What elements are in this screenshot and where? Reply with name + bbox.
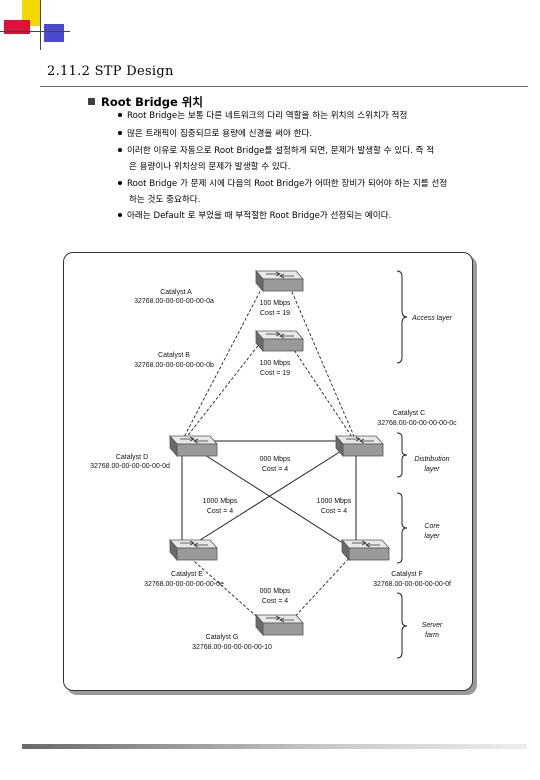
- switch-catalyst-e-icon: [169, 539, 218, 561]
- switch-a-name: Catalyst A: [160, 289, 192, 296]
- bullet-item: 아래는 Default 로 부었을 때 부적절한 Root Bridge가 선정…: [118, 208, 478, 224]
- link-eg-speed: 000 Mbps: [260, 588, 291, 595]
- label-bg: [314, 495, 354, 515]
- subheading: Root Bridge 위치: [88, 94, 203, 110]
- bullet-text: Root Bridge 가 문제 시에 다음의 Root Bridge가 어떠한…: [127, 179, 448, 189]
- corner-decoration: [0, 0, 70, 50]
- link-ab-speed: 100 Mbps: [260, 300, 291, 307]
- bullet-icon: [118, 113, 122, 117]
- switch-c-id: 32768.00-00-00-00-00-0c: [377, 420, 457, 427]
- switch-catalyst-f-icon: [341, 539, 390, 561]
- square-bullet-icon: [88, 98, 95, 105]
- switch-c-name: Catalyst C: [393, 410, 425, 417]
- switch-catalyst-a-icon: [255, 270, 304, 292]
- deco-horizontal-line: [0, 31, 70, 32]
- link-b-d: [181, 337, 265, 444]
- link-a-d: [181, 277, 268, 442]
- link-c-e: [188, 447, 347, 548]
- link-e-g: [186, 554, 265, 624]
- switch-g-name: Catalyst G: [206, 634, 239, 641]
- link-left-cost: Cost = 4: [207, 508, 233, 515]
- bullet-item: Root Bridge 가 문제 시에 다음의 Root Bridge가 어떠한…: [118, 176, 478, 192]
- bullet-text: 아래는 Default 로 부었을 때 부적절한 Root Bridge가 선정…: [127, 211, 392, 221]
- stp-topology-diagram: Catalyst A 32768.00-00-00-00-00-0a Catal…: [90, 270, 457, 659]
- switch-e-name: Catalyst E: [171, 571, 203, 578]
- bullet-continuation: 은 용량이나 위치상의 문제가 발생할 수 있다.: [129, 162, 291, 172]
- bullet-icon: [118, 181, 122, 185]
- deco-red-square: [4, 20, 30, 34]
- section-title: 2.11.2 STP Design: [47, 64, 174, 79]
- bullet-item: 이러한 이유로 자동으로 Root Bridge를 설정하게 되면, 문제가 발…: [118, 143, 478, 159]
- links: [181, 277, 357, 624]
- label-bg: [260, 585, 290, 605]
- link-right-speed: 1000 Mbps: [317, 498, 352, 505]
- link-b-c: [285, 337, 357, 444]
- link-dc-cost: Cost = 4: [262, 466, 288, 473]
- switch-f-id: 32768.00-00-00-00-00-0f: [373, 581, 451, 588]
- switch-g-id: 32768.00-00-00-00-00-10: [192, 644, 272, 651]
- link-f-g: [288, 554, 353, 624]
- link-dc-speed: 000 Mbps: [260, 456, 291, 463]
- title-divider: [40, 86, 528, 87]
- switch-e-id: 32768.00-00-00-00-00-0e: [144, 581, 224, 588]
- bullet-icon: [118, 213, 122, 217]
- brace-distribution: [396, 432, 408, 478]
- label-bg: [200, 495, 240, 515]
- switch-b-name: Catalyst B: [158, 352, 190, 359]
- brace-access: [396, 270, 408, 364]
- switch-d-name: Catalyst D: [116, 454, 148, 461]
- bullet-text: Root Bridge는 보통 다른 네트워크의 다리 역할을 하는 위치의 스…: [127, 111, 408, 121]
- link-ab-cost: Cost = 19: [260, 310, 290, 317]
- link-left-speed: 1000 Mbps: [203, 498, 238, 505]
- bullet-icon: [118, 131, 122, 135]
- link-d-f: [193, 447, 350, 548]
- switch-d-id: 32768.00-00-00-00-00-0d: [90, 463, 170, 470]
- bullet-item: 많은 트래픽이 집중되므로 용량에 신경을 써야 한다.: [118, 126, 478, 142]
- link-a-c: [285, 277, 357, 442]
- link-bc-speed: 100 Mbps: [260, 360, 291, 367]
- link-right-cost: Cost = 4: [321, 508, 347, 515]
- switch-a-id: 32768.00-00-00-00-00-0a: [134, 298, 214, 305]
- subheading-text: Root Bridge 위치: [101, 95, 203, 109]
- bullet-text: 많은 트래픽이 집중되므로 용량에 신경을 써야 한다.: [127, 129, 313, 139]
- switch-catalyst-b-icon: [255, 330, 304, 352]
- stp-topology-figure: Catalyst A 32768.00-00-00-00-00-0a Catal…: [63, 252, 473, 691]
- link-eg-cost: Cost = 4: [262, 598, 288, 605]
- switch-catalyst-g-icon: [255, 614, 304, 636]
- deco-yellow-square: [22, 0, 40, 26]
- label-bg: [260, 453, 290, 473]
- link-bc-cost: Cost = 19: [260, 370, 290, 377]
- bullet-icon: [118, 148, 122, 152]
- brace-core: [396, 492, 408, 564]
- bullet-text: 이러한 이유로 자동으로 Root Bridge를 설정하게 되면, 문제가 발…: [127, 146, 435, 156]
- deco-blue-square: [44, 24, 64, 42]
- switch-catalyst-c-icon: [335, 435, 384, 457]
- brace-server-farm: [396, 592, 408, 659]
- deco-vertical-line: [40, 0, 41, 50]
- layer-access-label: Access layer: [411, 315, 452, 322]
- switch-catalyst-d-icon: [169, 435, 218, 457]
- switch-f-name: Catalyst F: [391, 571, 423, 578]
- label-bg: [258, 357, 292, 377]
- footer-bar: [22, 744, 527, 749]
- bullet-item: Root Bridge는 보통 다른 네트워크의 다리 역할을 하는 위치의 스…: [118, 108, 478, 124]
- label-bg: [258, 297, 292, 317]
- bullet-continuation: 하는 것도 중요하다.: [129, 195, 201, 205]
- switch-b-id: 32768.00-00-00-00-00-0b: [134, 362, 214, 369]
